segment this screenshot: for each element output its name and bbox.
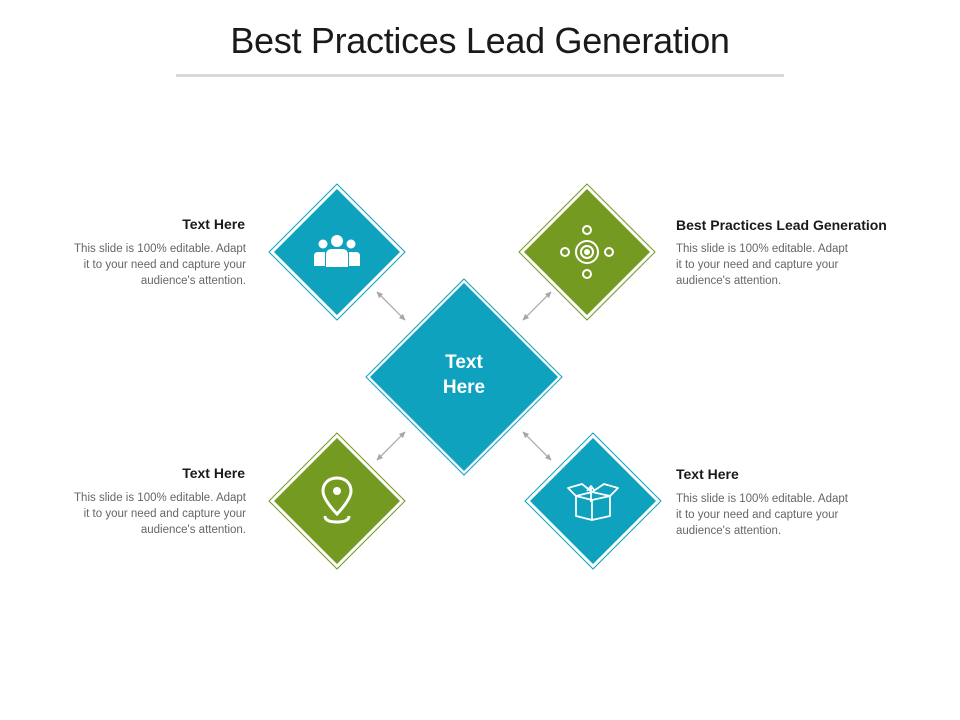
item-body-top-right: This slide is 100% editable. Adapt it to… [676,241,896,289]
arrow-top-left [376,291,406,321]
item-body-bottom-left: This slide is 100% editable. Adapt it to… [40,490,246,538]
diamond-top-left [268,183,406,321]
location-pin-icon [321,476,353,524]
item-body-line: audience's attention. [676,525,782,537]
center-label-line2: Here [442,377,486,398]
arrow-bottom-right [522,431,552,461]
item-body-line: This slide is 100% editable. Adapt [676,493,848,505]
item-body-line: it to your need and capture your [676,509,839,521]
people-icon [314,235,360,267]
title-underline [176,74,784,77]
item-body-top-left: This slide is 100% editable. Adapt it to… [40,241,246,289]
target-icon [560,225,614,279]
item-body-line: it to your need and capture your [83,508,246,520]
item-title-bottom-left: Text Here [182,465,245,481]
item-title-top-right: Best Practices Lead Generation [676,217,887,233]
item-title-bottom-right: Text Here [676,466,739,482]
item-body-line: it to your need and capture your [83,259,246,271]
item-body-line: it to your need and capture your [676,259,839,271]
item-body-line: This slide is 100% editable. Adapt [676,243,848,255]
item-body-line: This slide is 100% editable. Adapt [74,243,246,255]
center-diamond [364,277,564,477]
diamond-bottom-right [524,432,662,570]
center-label-line1: Text [445,352,483,373]
arrow-bottom-left [376,431,406,461]
center-label: Text Here [394,350,534,400]
slide-title: Best Practices Lead Generation [230,20,730,61]
item-body-line: This slide is 100% editable. Adapt [74,492,246,504]
diamond-top-right [518,183,656,321]
arrow-top-right [522,291,552,321]
item-body-bottom-right: This slide is 100% editable. Adapt it to… [676,491,896,539]
item-body-line: audience's attention. [140,524,246,536]
open-box-icon [567,483,619,521]
diamond-bottom-left [268,432,406,570]
item-body-line: audience's attention. [676,275,782,287]
item-title-top-left: Text Here [182,216,245,232]
item-body-line: audience's attention. [140,275,246,287]
